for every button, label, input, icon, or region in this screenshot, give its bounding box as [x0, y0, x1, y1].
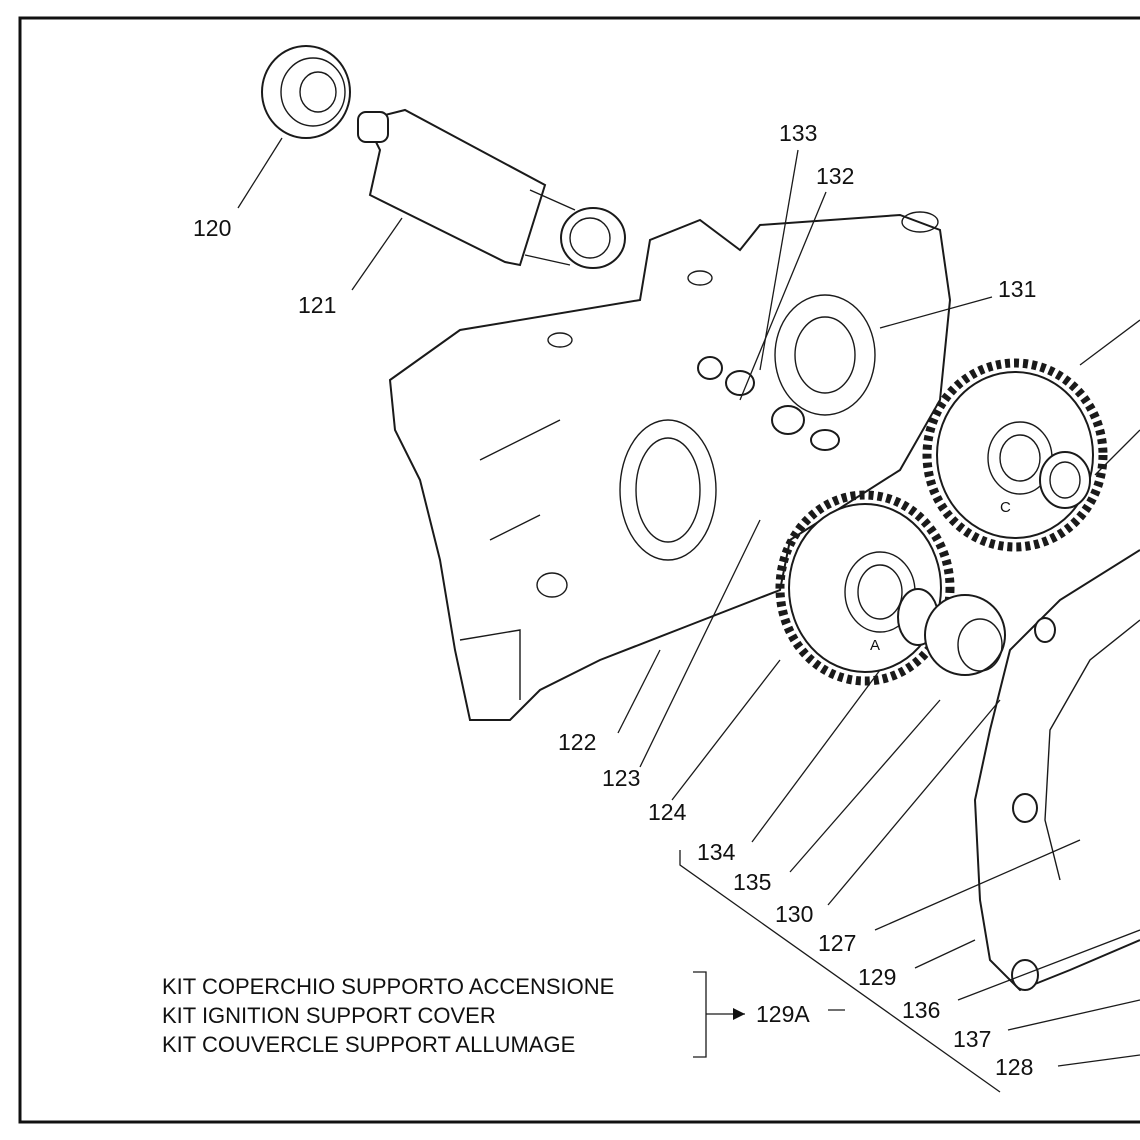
bearing-icon	[261, 45, 351, 139]
ignition-cover-icon	[973, 549, 1140, 992]
callout-120: 120	[193, 215, 231, 241]
callout-132: 132	[816, 163, 854, 189]
callout-130: 130	[775, 901, 813, 927]
callout-136: 136	[902, 997, 940, 1023]
bushing-icon	[897, 451, 1091, 676]
shaft-icon	[357, 108, 626, 269]
gear-mark-c: C	[1000, 499, 1011, 516]
gear-mark-a: A	[870, 637, 880, 654]
leader-lines	[237, 137, 1140, 1093]
callout-128: 128	[995, 1054, 1033, 1080]
callout-129: 129	[858, 964, 896, 990]
gear-icon: A	[775, 490, 955, 686]
callout-127: 127	[818, 930, 856, 956]
kit-label-en: KIT IGNITION SUPPORT COVER	[162, 1003, 496, 1028]
callout-121: 121	[298, 292, 336, 318]
callout-133: 133	[779, 120, 817, 146]
callout-129a: 129A	[756, 1001, 810, 1027]
callout-124: 124	[648, 799, 687, 825]
crankcase-half-icon	[388, 211, 952, 721]
kit-label-fr: KIT COUVERCLE SUPPORT ALLUMAGE	[162, 1032, 575, 1057]
diagram-frame	[18, 16, 1140, 1124]
callout-123: 123	[602, 765, 640, 791]
callout-122: 122	[558, 729, 596, 755]
callout-131: 131	[998, 276, 1036, 302]
callout-137: 137	[953, 1026, 991, 1052]
callout-135: 135	[733, 869, 771, 895]
callout-134: 134	[697, 839, 736, 865]
kit-label-it: KIT COPERCHIO SUPPORTO ACCENSIONE	[162, 974, 614, 999]
